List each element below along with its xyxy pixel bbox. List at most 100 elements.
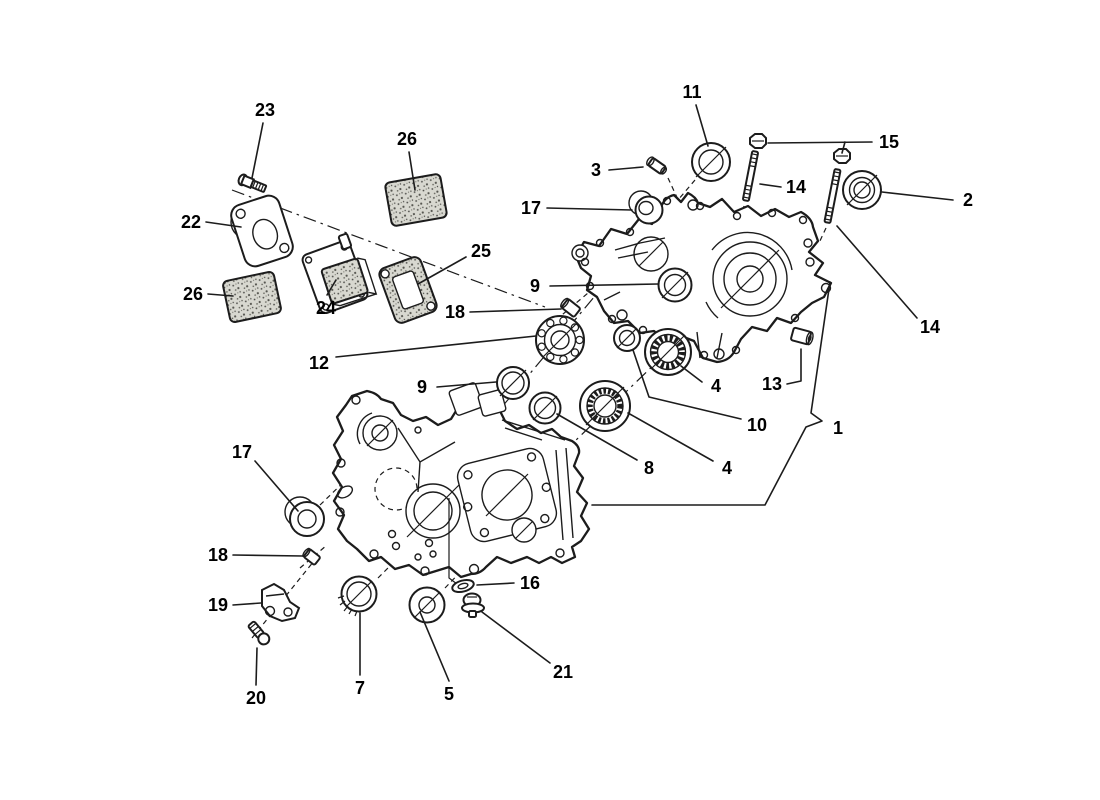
part-number-26b: 26 [183, 284, 203, 304]
leader-line-3 [608, 166, 644, 171]
oil-seal-2 [842, 170, 882, 210]
callout-16-washer-clip: 16 [476, 573, 540, 593]
left-case-kidney-boss [336, 485, 354, 499]
leader-line-26a [408, 151, 416, 191]
leader-line-12 [335, 335, 537, 358]
callout-15-nut: 15 [767, 132, 899, 154]
plug-cap-17a [628, 190, 664, 225]
callout-26a-foam-pad: 26 [397, 129, 417, 191]
stud-14a [742, 133, 767, 202]
foam-pad-26a [384, 173, 448, 227]
callout-2-oil-seal: 2 [881, 190, 973, 210]
leader-line-17a [546, 207, 633, 211]
part-number-19: 19 [208, 595, 228, 615]
leader-line-20 [255, 647, 258, 686]
leader-line-14b [836, 225, 918, 319]
callout-9b-oil-seal: 9 [417, 377, 497, 397]
leader-line-11 [695, 104, 709, 147]
drain-position-line [448, 498, 458, 585]
callout-20-screw: 20 [246, 647, 266, 708]
right-case-bolt-holes [580, 196, 808, 360]
part-number-22: 22 [181, 212, 201, 232]
leader-line-18a [469, 308, 562, 313]
callout-7-oil-seal: 7 [355, 612, 365, 698]
bushing18b-axis-line [299, 544, 328, 569]
leader-line-4a [680, 365, 703, 383]
part-number-17b: 17 [232, 442, 252, 462]
left-crankcase-half [331, 382, 591, 585]
intake-flange-22 [230, 194, 294, 268]
part-number-9a: 9 [530, 276, 540, 296]
bushing-13 [790, 326, 814, 346]
callout-10-small-seal: 10 [632, 349, 767, 435]
foam-pad-26b [222, 270, 282, 324]
right-case-bearing-pocket [633, 236, 669, 272]
right-case-ribs [603, 237, 723, 359]
clutch-bore-slash [485, 473, 529, 517]
roller-bearing-4a [644, 328, 692, 376]
leader-line-9a [549, 283, 659, 287]
part-number-5: 5 [444, 684, 454, 704]
bracket-19 [261, 582, 301, 623]
left-case-cylinder-deck [448, 382, 566, 441]
leader-line-19 [232, 602, 262, 606]
callout-8-bearing-ring: 8 [556, 413, 654, 478]
part-number-23: 23 [255, 100, 275, 120]
part-number-9b: 9 [417, 377, 427, 397]
callout-9a-oil-seal: 9 [530, 276, 659, 296]
callout-12-ball-bearing: 12 [309, 335, 537, 373]
floating-parts [222, 133, 882, 646]
part-number-18b: 18 [208, 545, 228, 565]
part-number-14b: 14 [920, 317, 940, 337]
callout-4a-roller-bearing: 4 [680, 365, 721, 396]
part-number-4b: 4 [722, 458, 732, 478]
oil-seal-7 [337, 575, 378, 617]
right-case-outline [574, 191, 833, 364]
callout-14a-stud: 14 [759, 177, 806, 197]
leader-line-14a [759, 183, 782, 188]
leader-line-18b [232, 554, 304, 557]
oil-seal-11 [691, 142, 731, 182]
right-crankcase-half [571, 191, 833, 364]
callout-layer: 1234457899101112131414151617171818192021… [181, 82, 973, 708]
part-number-2: 2 [963, 190, 973, 210]
callout-18b-dowel-bushing: 18 [208, 545, 304, 565]
callout-24-reed-valve-block: 24 [316, 279, 337, 318]
right-case-top-lug-hole [687, 199, 699, 211]
reed-valve-axis-line [231, 189, 546, 308]
part-number-12: 12 [309, 353, 329, 373]
leader-line-23 [251, 122, 264, 179]
callout-22-intake-flange: 22 [181, 212, 242, 232]
leader-line-13 [786, 348, 802, 385]
roller-bearing-4b [579, 380, 631, 432]
spacer-washer-5 [408, 586, 446, 624]
nut-15b [833, 148, 851, 164]
screw-20 [247, 620, 271, 646]
stud-b-axis-line [818, 227, 827, 244]
left-case-bolt-holes [335, 395, 565, 576]
right-case-edge-hole-1 [803, 238, 813, 248]
part-number-1: 1 [833, 418, 843, 438]
right-case-edge-hole-2 [805, 257, 815, 267]
part-number-11: 11 [682, 82, 701, 102]
right-case-boss-hole-inner [575, 248, 585, 258]
ball-bearing-12 [535, 315, 585, 365]
bearing-ring-8 [528, 391, 562, 425]
leader-line-26b [207, 293, 234, 297]
right-case-side-lug-hole [820, 282, 832, 294]
leader-line-22 [205, 221, 242, 228]
callout-23-flange-screw: 23 [251, 100, 275, 179]
leader-line-17b [254, 460, 299, 512]
part-number-26a: 26 [397, 129, 417, 149]
nut-15a [749, 133, 767, 149]
leader-line-8 [556, 413, 638, 461]
left-case-kick-boss [356, 412, 398, 451]
part-number-14a: 14 [786, 177, 806, 197]
callout-11-oil-seal: 11 [682, 82, 709, 147]
left-case-main-bore [405, 483, 461, 539]
part-number-25: 25 [471, 241, 491, 261]
callout-5-spacer-washer: 5 [419, 611, 454, 704]
part-number-18a: 18 [445, 302, 465, 322]
callout-25-gasket: 25 [417, 241, 491, 285]
